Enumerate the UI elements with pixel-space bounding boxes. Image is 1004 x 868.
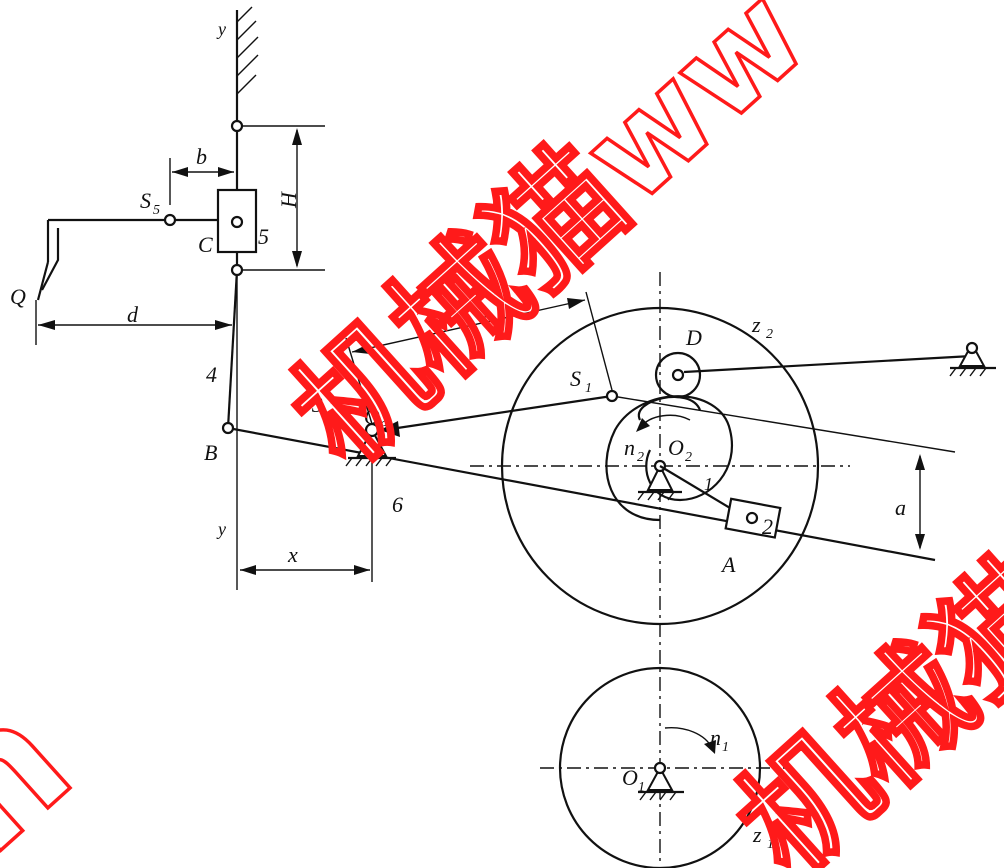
dimension-x bbox=[240, 458, 373, 582]
label-n1: n bbox=[710, 725, 721, 750]
label-B: B bbox=[204, 440, 217, 465]
link-S1-O3 bbox=[380, 394, 613, 437]
label-D: D bbox=[685, 325, 702, 350]
label-slider-2: 2 bbox=[762, 514, 773, 539]
joint-S1 bbox=[605, 389, 619, 403]
frame-hatch-top bbox=[236, 6, 259, 95]
label-z1: z bbox=[752, 822, 762, 847]
follower-D bbox=[654, 341, 996, 399]
label-H: H bbox=[276, 191, 301, 209]
label-b: b bbox=[196, 144, 207, 169]
label-O1: O bbox=[622, 765, 638, 790]
label-ground-6: 6 bbox=[392, 492, 403, 517]
label-c: c bbox=[482, 305, 492, 330]
pivot-O3 bbox=[345, 422, 396, 467]
label-O2: O bbox=[668, 435, 684, 460]
label-z1-sub: 1 bbox=[767, 837, 774, 852]
label-slider-5: 5 bbox=[258, 224, 269, 249]
pivot-O1 bbox=[638, 761, 684, 801]
label-O3-sub: 3 bbox=[380, 419, 388, 434]
rotation-n2-arrow bbox=[636, 414, 691, 432]
label-a: a bbox=[895, 495, 906, 520]
guide-line-yy bbox=[235, 6, 259, 590]
label-link-4: 4 bbox=[206, 362, 217, 387]
label-O1-sub: 1 bbox=[638, 780, 645, 795]
label-S5: S bbox=[140, 188, 151, 213]
label-y-top: y bbox=[216, 19, 226, 39]
slider-5 bbox=[216, 188, 258, 254]
dimension-b bbox=[169, 158, 234, 205]
dimension-H bbox=[237, 125, 325, 271]
pivot-O2 bbox=[637, 459, 682, 501]
label-y-bottom: y bbox=[216, 519, 226, 539]
label-S5-sub: 5 bbox=[153, 203, 160, 218]
label-z2: z bbox=[751, 312, 761, 337]
label-O2-sub: 2 bbox=[685, 450, 692, 465]
label-z2-sub: 2 bbox=[766, 327, 773, 342]
dimension-a bbox=[611, 395, 956, 550]
dimension-c bbox=[345, 291, 613, 425]
label-d: d bbox=[127, 302, 139, 327]
label-Q: Q bbox=[10, 284, 26, 309]
link-3 bbox=[221, 421, 936, 562]
label-x: x bbox=[287, 542, 298, 567]
label-C: C bbox=[198, 232, 213, 257]
label-crank-1: 1 bbox=[704, 474, 713, 494]
slider-2 bbox=[724, 497, 782, 539]
label-n1-sub: 1 bbox=[722, 740, 729, 755]
watermark-left: n bbox=[0, 662, 107, 868]
label-link-3: 3 bbox=[311, 392, 323, 417]
ram-arm-5 bbox=[36, 213, 218, 301]
label-S1-sub: 1 bbox=[585, 381, 592, 396]
gear-z1 bbox=[558, 666, 762, 868]
label-n2: n bbox=[624, 435, 635, 460]
watermark-top: 机械猫ww bbox=[264, 0, 834, 493]
dimension-d bbox=[35, 300, 232, 345]
label-O3: O bbox=[364, 404, 380, 429]
label-S1: S bbox=[570, 366, 581, 391]
watermark-right: 机械猫 bbox=[709, 529, 1004, 868]
link-4 bbox=[226, 119, 244, 429]
label-A: A bbox=[720, 552, 736, 577]
label-n2-sub: 2 bbox=[637, 450, 644, 465]
rotation-n1-arrow bbox=[664, 727, 716, 754]
